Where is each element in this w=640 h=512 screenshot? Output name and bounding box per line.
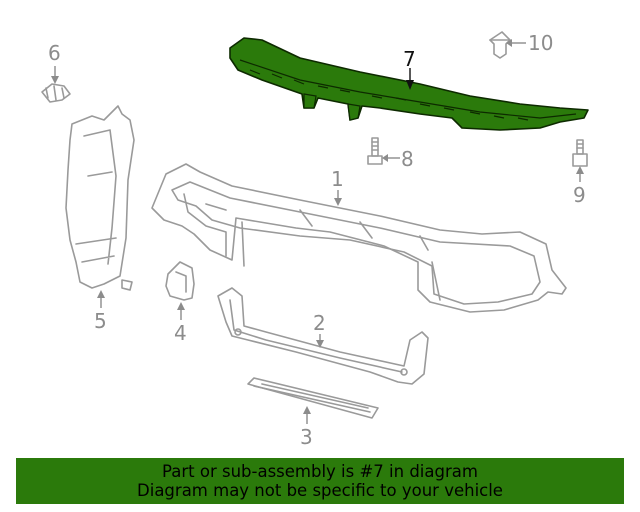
- info-banner: Part or sub-assembly is #7 in diagram Di…: [16, 458, 624, 504]
- part-8-bolt[interactable]: [367, 137, 383, 165]
- callout-9-label: 9: [573, 183, 586, 207]
- callout-7[interactable]: 7: [403, 47, 416, 90]
- callout-7-label: 7: [403, 47, 416, 71]
- part-4-bracket[interactable]: [165, 261, 195, 301]
- callout-9[interactable]: 9: [573, 166, 586, 207]
- part-5-air-deflector[interactable]: [65, 105, 135, 291]
- callout-6[interactable]: 6: [48, 41, 61, 84]
- callout-2-label: 2: [313, 311, 326, 335]
- callout-6-label: 6: [48, 41, 61, 65]
- callout-3-label: 3: [300, 425, 313, 449]
- part-2-lower-tie-bar[interactable]: [217, 287, 429, 385]
- callout-2[interactable]: 2: [313, 311, 326, 348]
- callout-5-label: 5: [94, 309, 107, 333]
- part-10-push-pin[interactable]: [489, 31, 511, 59]
- callout-1[interactable]: 1: [331, 167, 344, 206]
- callout-4[interactable]: 4: [174, 302, 187, 345]
- part-6-clip[interactable]: [41, 83, 71, 103]
- callout-10[interactable]: 10: [506, 31, 553, 55]
- part-3-seal-strip[interactable]: [247, 377, 379, 419]
- callout-10-label: 10: [528, 31, 553, 55]
- part-9-bolt[interactable]: [572, 139, 588, 167]
- callout-1-label: 1: [331, 167, 344, 191]
- callout-8[interactable]: 8: [382, 147, 414, 171]
- callout-5[interactable]: 5: [94, 290, 107, 333]
- banner-line-1: Part or sub-assembly is #7 in diagram: [162, 462, 478, 481]
- callout-4-label: 4: [174, 321, 187, 345]
- callout-3[interactable]: 3: [300, 406, 313, 449]
- callout-8-label: 8: [401, 147, 414, 171]
- banner-line-2: Diagram may not be specific to your vehi…: [137, 481, 503, 500]
- part-1-radiator-support[interactable]: [151, 163, 567, 313]
